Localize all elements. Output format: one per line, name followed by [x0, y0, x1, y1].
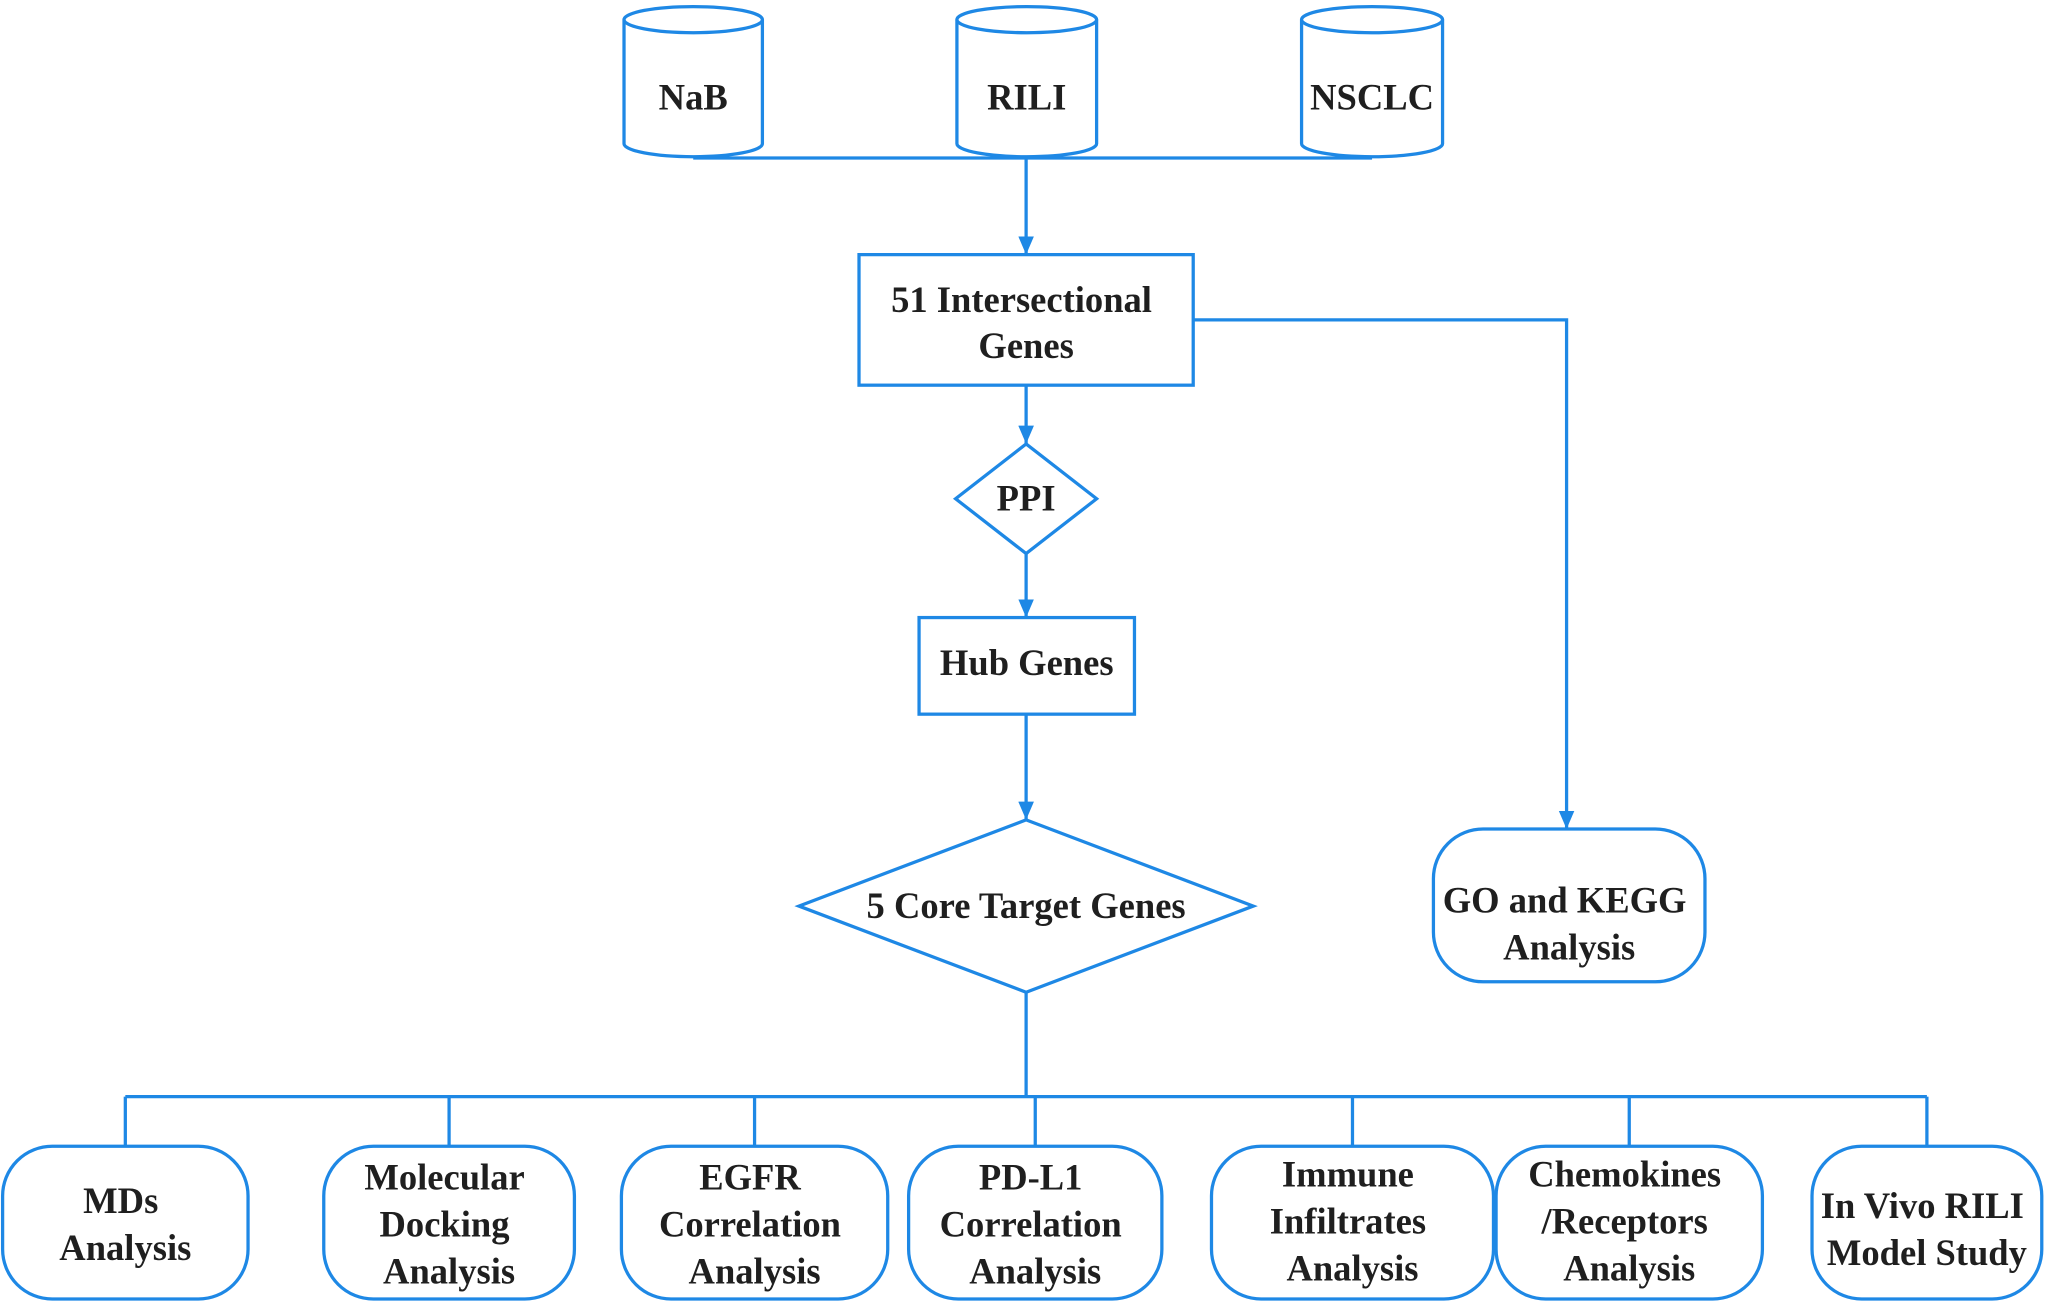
database-nsclc: NSCLC [1299, 4, 1445, 159]
analysis-egfr-correlation-label: EGFR Correlation Analysis [659, 1156, 850, 1291]
database-nab-label: NaB [659, 77, 728, 118]
analysis-mds-rect [0, 1144, 250, 1301]
analysis-label-line: Docking [380, 1203, 510, 1244]
core-targets-label: 5 Core Target Genes [867, 885, 1186, 926]
analysis-label-line: Analysis [969, 1250, 1101, 1291]
analysis-in-vivo-model-label: In Vivo RILI Model Study [1821, 1185, 2033, 1273]
analysis-pdl1-correlation-label: PD-L1 Correlation Analysis [940, 1156, 1131, 1291]
analysis-pdl1-correlation-rect [906, 1144, 1164, 1301]
analysis-label-line: Immune [1282, 1154, 1414, 1195]
analysis-pdl1-correlation: PD-L1 Correlation Analysis [906, 1144, 1164, 1301]
ppi-label: PPI [997, 478, 1056, 519]
analysis-chemokines-receptors-label: Chemokines /Receptors Analysis [1528, 1154, 1730, 1289]
core-targets-decision: 5 Core Target Genes [794, 818, 1258, 994]
database-rili-label: RILI [987, 77, 1066, 118]
ppi-decision: PPI [952, 441, 1100, 556]
analysis-in-vivo-model: In Vivo RILI Model Study [1810, 1144, 2044, 1301]
analysis-label-line: Correlation [940, 1203, 1122, 1244]
enrichment-label-line: GO and KEGG [1443, 880, 1687, 921]
analysis-label-line: Analysis [689, 1250, 821, 1291]
analysis-chemokines-receptors: Chemokines /Receptors Analysis [1494, 1144, 1765, 1301]
database-nsclc-label: NSCLC [1310, 77, 1434, 118]
analysis-label-line: Analysis [59, 1227, 191, 1268]
intersection-box: 51 Intersectional Genes [857, 253, 1195, 387]
ppi-diamond [952, 441, 1100, 556]
analysis-label-line: Analysis [1286, 1248, 1418, 1289]
analysis-in-vivo-model-rect [1810, 1144, 2044, 1301]
analysis-immune-infiltrates: Immune Infiltrates Analysis [1209, 1144, 1496, 1301]
analysis-egfr-correlation: EGFR Correlation Analysis [619, 1144, 890, 1301]
database-rili: RILI [955, 4, 1099, 159]
analysis-chemokines-receptors-rect [1494, 1144, 1765, 1301]
enrichment-rect [1431, 827, 1707, 984]
analysis-label-line: Model Study [1827, 1232, 2027, 1273]
analysis-label-line: Analysis [383, 1250, 515, 1291]
analysis-egfr-correlation-rect [619, 1144, 890, 1301]
intersection-label: 51 Intersectional Genes [891, 279, 1161, 366]
analysis-mds-label: MDs Analysis [59, 1180, 191, 1268]
database-nab-top [622, 4, 765, 35]
analysis-label-line: EGFR [699, 1156, 801, 1197]
database-nab: NaB [622, 4, 765, 159]
hub-genes-rect [917, 615, 1137, 716]
analysis-immune-infiltrates-rect [1209, 1144, 1496, 1301]
analysis-label-line: /Receptors [1540, 1201, 1707, 1242]
analysis-molecular-docking-rect [322, 1144, 577, 1301]
analysis-label-line: MDs [83, 1180, 158, 1221]
database-rili-top [955, 4, 1099, 35]
analysis-label-line: Correlation [659, 1203, 841, 1244]
database-nsclc-top [1299, 4, 1445, 35]
analysis-label-line: Infiltrates [1270, 1201, 1426, 1242]
analysis-mds: MDs Analysis [0, 1144, 250, 1301]
intersection-label-line: Genes [978, 325, 1073, 366]
intersection-label-line: 51 Intersectional [891, 279, 1152, 320]
analysis-molecular-docking-label: Molecular Docking Analysis [364, 1156, 533, 1291]
analysis-label-line: In Vivo RILI [1821, 1185, 2024, 1226]
analysis-molecular-docking: Molecular Docking Analysis [322, 1144, 577, 1301]
analysis-label-line: PD-L1 [979, 1156, 1083, 1197]
hub-genes-label: Hub Genes [940, 642, 1114, 683]
arrow-to-enrichment [1193, 318, 1575, 830]
enrichment-box: GO and KEGG Analysis [1431, 827, 1707, 984]
analysis-label-line: Molecular [364, 1156, 524, 1197]
enrichment-label: GO and KEGG Analysis [1443, 880, 1696, 968]
analysis-label-line: Analysis [1563, 1248, 1695, 1289]
analysis-immune-infiltrates-label: Immune Infiltrates Analysis [1270, 1154, 1435, 1289]
hub-genes-box: Hub Genes [917, 615, 1137, 716]
analysis-label-line: Chemokines [1528, 1154, 1721, 1195]
enrichment-label-line: Analysis [1503, 927, 1635, 968]
